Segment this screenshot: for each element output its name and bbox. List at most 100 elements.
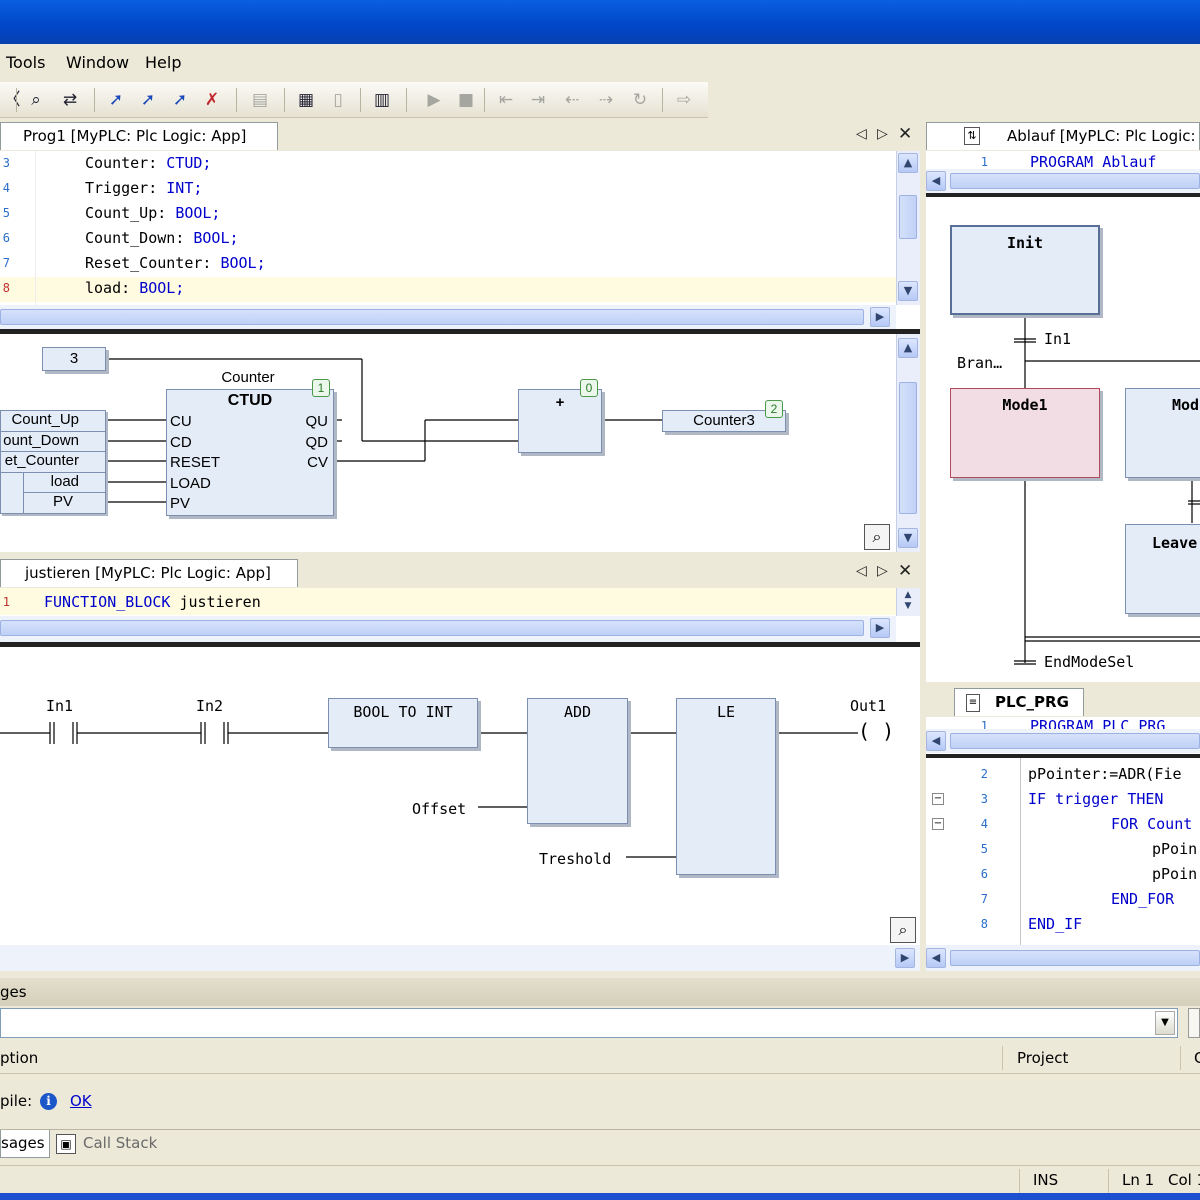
input-var[interactable]: Count_Up [1, 411, 105, 432]
scroll-thumb[interactable] [0, 620, 864, 636]
splitter[interactable] [926, 193, 1200, 197]
transition-endmodesel-label[interactable]: EndModeSel [1044, 653, 1135, 671]
scroll-right-icon[interactable]: ▶ [870, 307, 890, 327]
add-block[interactable]: ADD [527, 698, 628, 824]
logout-icon[interactable]: ▯ [333, 90, 343, 110]
scroll-thumb[interactable] [0, 309, 864, 325]
horizontal-scrollbar[interactable] [0, 616, 896, 642]
scroll-arrows-icon[interactable]: ▲▼ [904, 590, 912, 611]
tab-call-stack[interactable]: ▣ Call Stack [52, 1130, 172, 1158]
chevron-down-icon[interactable]: ▼ [1155, 1011, 1175, 1035]
scroll-up-icon[interactable]: ▲ [898, 338, 918, 358]
tab-ablauf[interactable]: Ablauf [MyPLC: Plc Logic: [926, 122, 1200, 150]
horizontal-scrollbar[interactable]: ◀ [926, 729, 1200, 753]
login-icon[interactable]: ▤ [251, 90, 269, 110]
step-over-icon[interactable]: ⇤ [498, 90, 514, 110]
build-all-icon[interactable]: ➚ [140, 90, 156, 110]
close-editor-icon[interactable]: ✕ [898, 124, 913, 144]
col-description[interactable]: ption [0, 1049, 39, 1067]
bool-to-int-block[interactable]: BOOL TO INT [328, 698, 478, 748]
horizontal-scrollbar[interactable]: ◀ [926, 945, 1200, 971]
treshold-label[interactable]: Treshold [539, 850, 612, 868]
menu-help[interactable]: Help [145, 53, 182, 72]
scroll-right-icon[interactable]: ▶ [895, 948, 915, 968]
add-block[interactable]: + [518, 389, 602, 453]
horizontal-scrollbar[interactable]: ◀ [926, 169, 1200, 193]
input-var[interactable]: et_Counter [1, 452, 105, 473]
tab-scroll-right-icon[interactable]: ▷ [877, 563, 888, 579]
scroll-left-icon[interactable]: ◀ [926, 948, 946, 968]
zoom-icon[interactable]: ⌕ [864, 524, 890, 550]
fb-instance-name[interactable]: Counter [221, 369, 275, 386]
menu-window[interactable]: Window [66, 53, 130, 72]
scroll-left-icon[interactable]: ◀ [926, 171, 946, 191]
horizontal-scrollbar[interactable]: ▶ [0, 945, 920, 971]
splitter[interactable] [926, 754, 1200, 758]
horizontal-scrollbar[interactable] [0, 305, 896, 329]
step-into-icon[interactable]: ⇥ [530, 90, 546, 110]
input-var[interactable]: load [23, 472, 105, 493]
find-icon[interactable]: ⌕ [31, 90, 41, 110]
column-divider[interactable] [1002, 1046, 1003, 1070]
menu-tools[interactable]: Tools [6, 53, 46, 72]
filter-error-button[interactable] [1188, 1008, 1200, 1038]
scroll-thumb[interactable] [950, 733, 1200, 749]
scroll-thumb[interactable] [899, 195, 917, 239]
scroll-left-icon[interactable]: ◀ [926, 731, 946, 751]
col-c[interactable]: C [1194, 1049, 1200, 1067]
sfc-step-mode2[interactable]: Mod [1125, 388, 1200, 478]
reset-icon[interactable]: ↻ [632, 90, 648, 110]
ctud-block[interactable]: CTUD CU CD RESET LOAD PV QU QD CV [166, 389, 334, 516]
output-variable[interactable]: Counter3 [662, 410, 786, 432]
ablauf-sfc-editor[interactable]: Init In1 Bran… Mode1 Mod Leave EndModeSe… [926, 197, 1200, 682]
step-out-icon[interactable]: ⇠ [564, 90, 580, 110]
zoom-icon[interactable]: ⌕ [890, 917, 916, 943]
next-statement-icon[interactable]: ⇨ [676, 90, 692, 110]
sfc-step-init[interactable]: Init [950, 225, 1100, 315]
scroll-thumb[interactable] [950, 173, 1200, 189]
splitter[interactable] [0, 642, 920, 647]
tab-scroll-right-icon[interactable]: ▷ [877, 126, 888, 142]
column-divider[interactable] [1180, 1046, 1181, 1070]
sfc-step-leave[interactable]: Leave [1125, 524, 1200, 614]
input-var[interactable]: PV [23, 493, 105, 514]
message-source-select[interactable]: ▼ [0, 1008, 1178, 1038]
tab-scroll-left-icon[interactable]: ◁ [856, 563, 867, 579]
clean-icon[interactable]: ✗ [204, 90, 220, 110]
splitter[interactable] [0, 329, 920, 334]
build-icon[interactable]: ➚ [108, 90, 124, 110]
run-to-cursor-icon[interactable]: ⇢ [598, 90, 614, 110]
tab-messages[interactable]: sages [0, 1130, 50, 1158]
constant-3[interactable]: 3 [42, 347, 106, 371]
justieren-declaration-editor[interactable]: 1 FUNCTION_BLOCK justieren ▲▼ ▶ [0, 588, 920, 642]
close-editor-icon[interactable]: ✕ [898, 561, 913, 581]
offset-label[interactable]: Offset [412, 800, 467, 818]
scroll-thumb[interactable] [899, 382, 917, 514]
col-project[interactable]: Project [1017, 1049, 1069, 1067]
branch-label[interactable]: Bran… [957, 354, 1003, 372]
compile-status-link[interactable]: OK [70, 1092, 92, 1110]
justieren-ld-editor[interactable]: In1 In2 BOOL TO INT ADD LE Out1 ( ) Offs… [0, 647, 920, 945]
message-row[interactable]: pile: i OK [0, 1090, 600, 1116]
scroll-up-icon[interactable]: ▲ [898, 153, 918, 173]
transition-in1-label[interactable]: In1 [1044, 330, 1072, 348]
vertical-scrollbar[interactable]: ▲ ▼ [896, 334, 920, 552]
vertical-scrollbar[interactable]: ▲▼ [896, 588, 920, 616]
plcprg-editor[interactable]: 1 PROGRAM PLC_PRG ◀ 2 3 4 5 6 7 8 − − pP… [926, 717, 1200, 945]
vertical-splitter[interactable] [920, 118, 926, 978]
rebuild-icon[interactable]: ➚ [172, 90, 188, 110]
coil-out1-label[interactable]: Out1 [850, 697, 887, 715]
scroll-right-icon[interactable]: ▶ [870, 618, 890, 638]
scroll-down-icon[interactable]: ▼ [898, 528, 918, 548]
sfc-step-mode1[interactable]: Mode1 [950, 388, 1100, 478]
vertical-scrollbar[interactable]: ▲ ▼ [896, 151, 920, 305]
contact-in1-label[interactable]: In1 [46, 697, 74, 715]
contact-in2-label[interactable]: In2 [196, 697, 224, 715]
ablauf-declaration-editor[interactable]: 1 PROGRAM Ablauf ◀ [926, 151, 1200, 197]
le-block[interactable]: LE [676, 698, 776, 875]
replace-icon[interactable]: ⇄ [62, 90, 78, 110]
collapse-icon[interactable]: − [932, 793, 944, 805]
device-icon[interactable]: ▥ [373, 90, 391, 110]
tab-justieren[interactable]: justieren [MyPLC: Plc Logic: App] [0, 559, 298, 587]
scroll-thumb[interactable] [950, 950, 1200, 966]
